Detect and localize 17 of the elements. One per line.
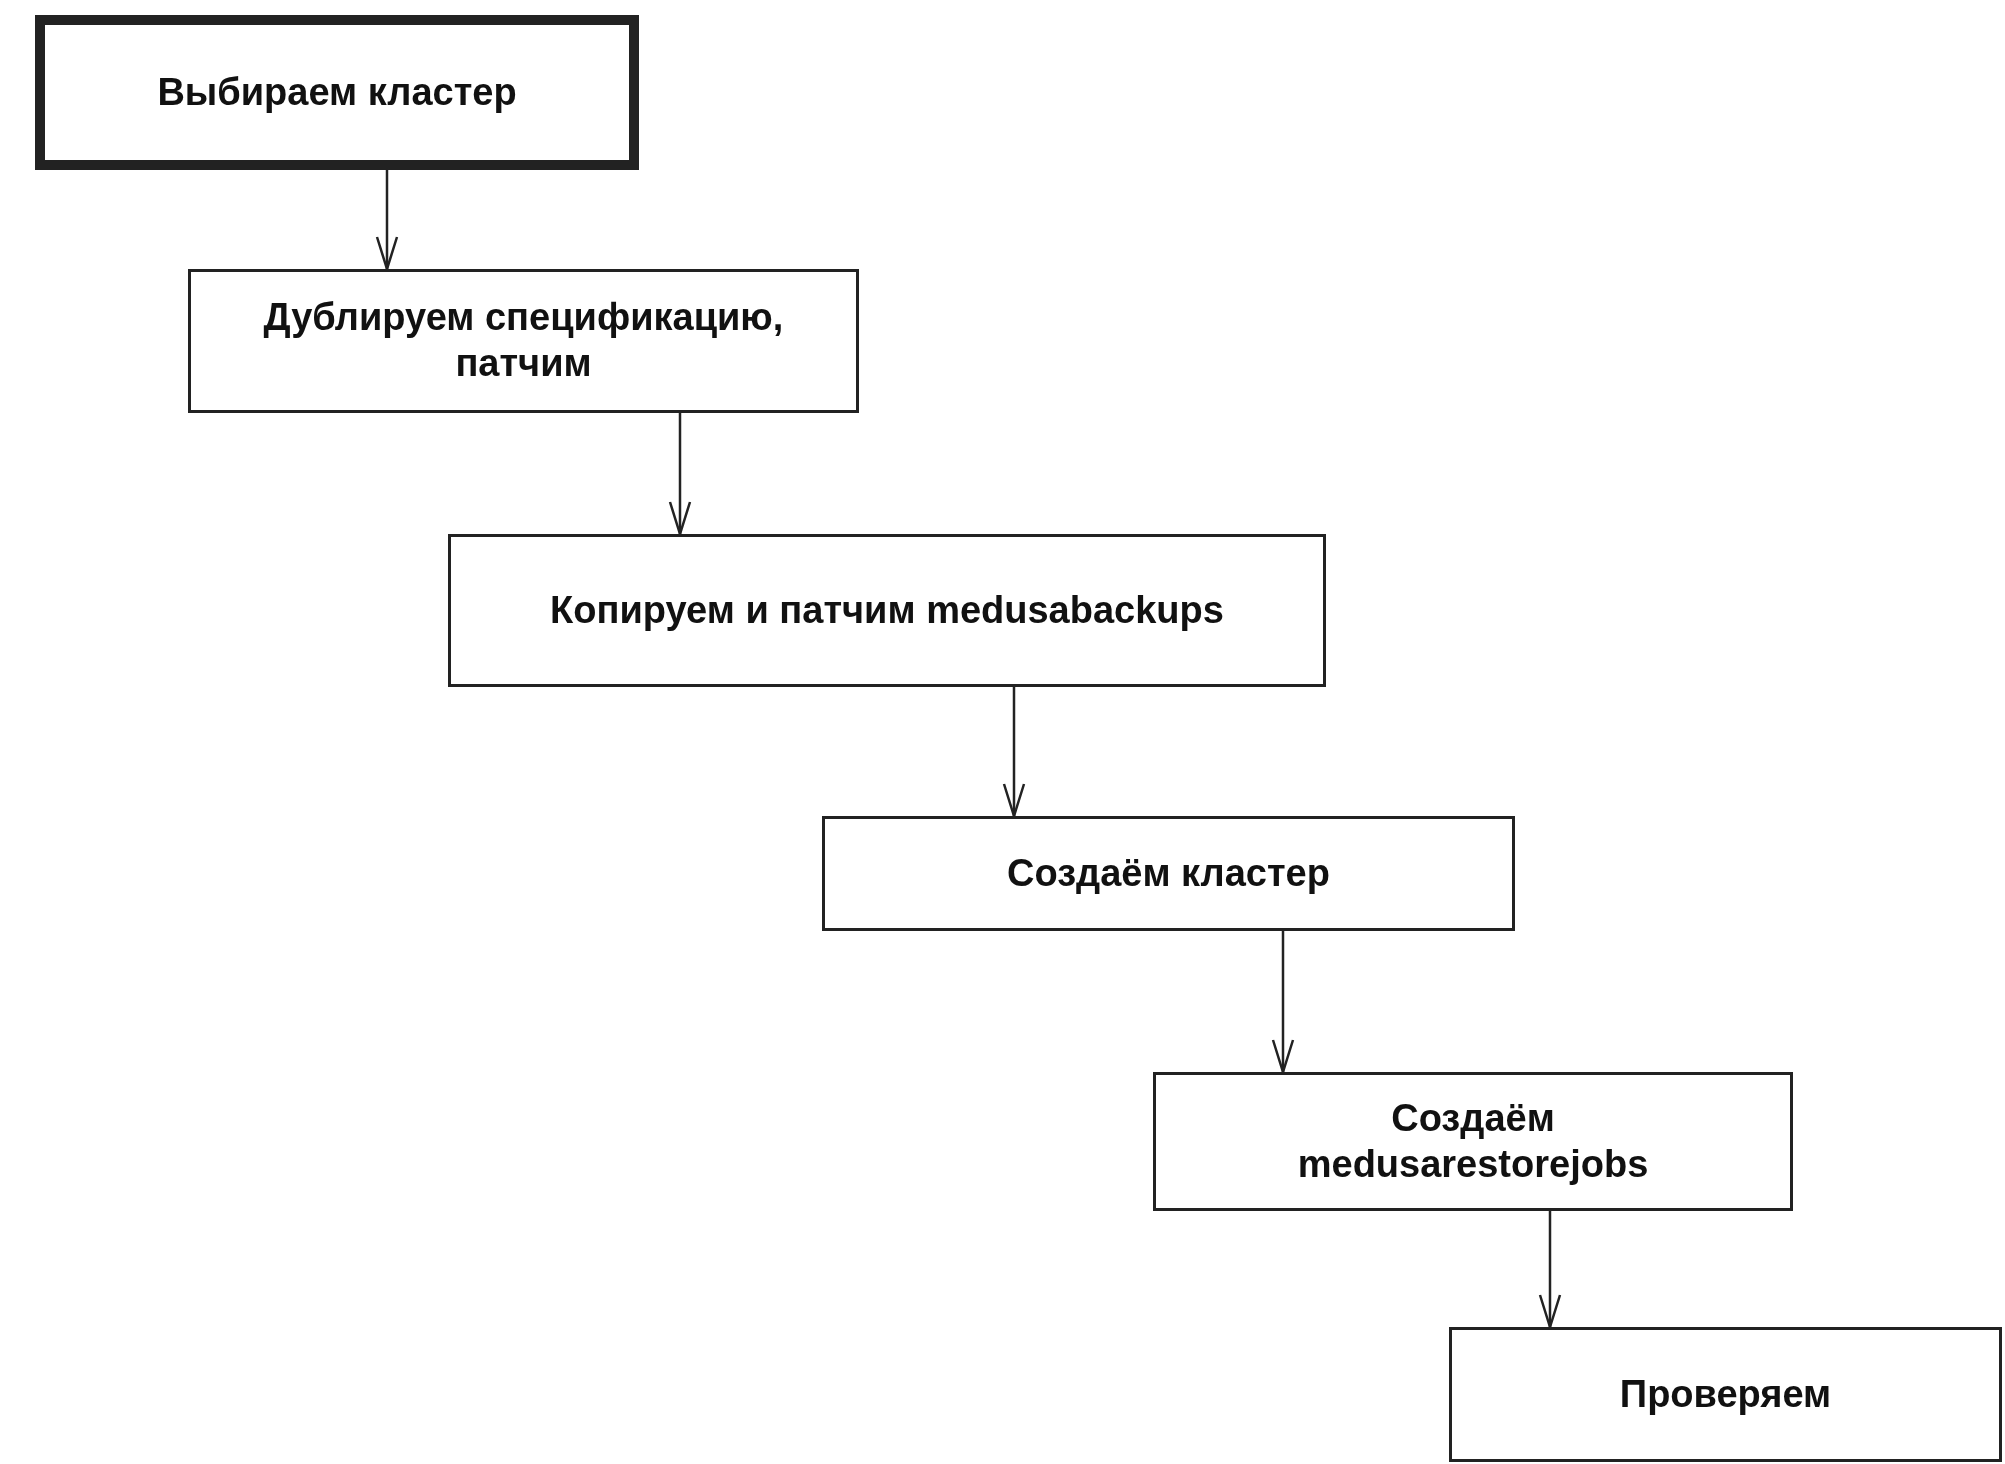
process-box xyxy=(35,15,639,170)
process-box xyxy=(188,269,859,413)
step-label: Выбираем кластер xyxy=(156,69,518,115)
process-box xyxy=(822,816,1515,931)
arrow xyxy=(1002,687,1026,818)
process-box xyxy=(1449,1327,2002,1462)
process-box xyxy=(1153,1072,1793,1211)
arrow xyxy=(1271,931,1295,1074)
step-label: Дублируем спецификацию, патчим xyxy=(262,295,785,386)
process-box xyxy=(448,534,1326,687)
arrow xyxy=(668,413,692,536)
step-label: Копируем и патчим medusabackups xyxy=(549,587,1225,633)
arrow xyxy=(375,170,399,271)
step-label: Проверяем xyxy=(1618,1371,1833,1417)
step-label: Создаём кластер xyxy=(1006,850,1331,896)
arrow xyxy=(1538,1211,1562,1329)
step-label: Создаём medusarestorejobs xyxy=(1296,1095,1650,1187)
